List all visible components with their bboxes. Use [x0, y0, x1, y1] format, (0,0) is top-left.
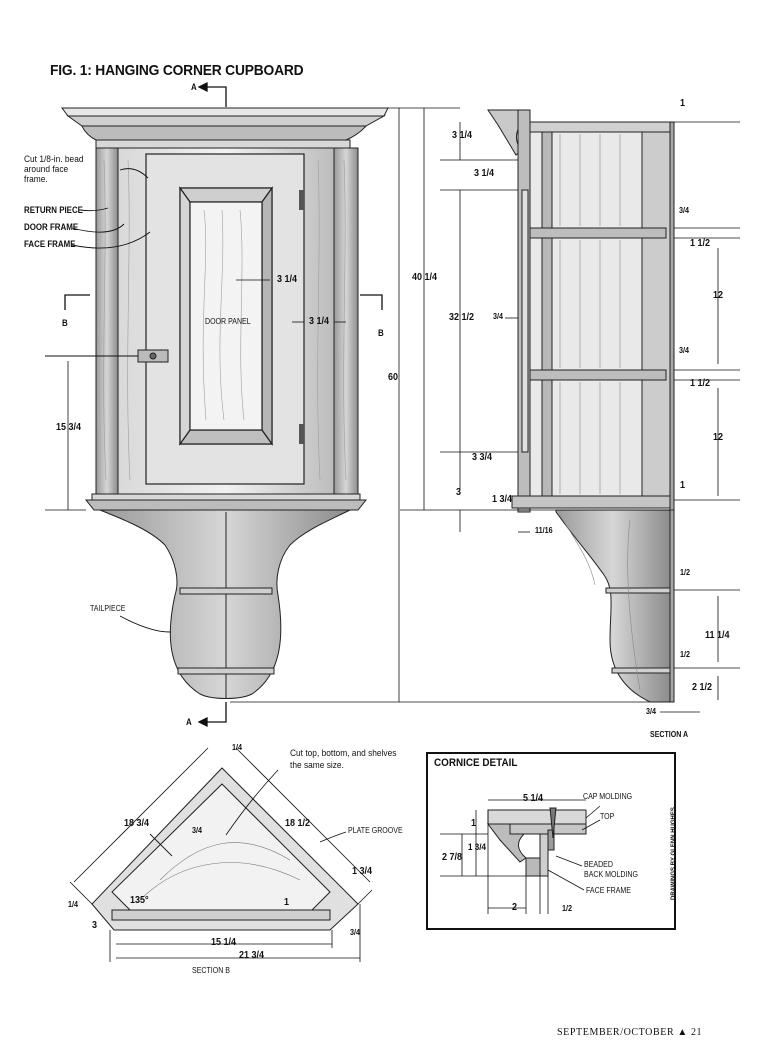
plan-angle-label: 135°: [130, 895, 149, 906]
total-case-dim: 40 1/4: [412, 272, 438, 283]
top-label: TOP: [600, 812, 615, 821]
upper-rail-dim: 3 1/4: [474, 168, 495, 179]
plan-dimension-lines: [69, 747, 373, 962]
plate-groove-label: PLATE GROOVE: [348, 826, 403, 835]
base-molding: [84, 493, 368, 511]
spacing-2-dim: 12: [713, 432, 724, 443]
cornice-width-dim: 5 1/4: [523, 793, 544, 804]
stile-dimension: 3 1/4: [309, 316, 330, 327]
plan-front-gap-dim: 1: [284, 897, 290, 908]
wood-grain: [103, 159, 347, 481]
cornice: [61, 107, 389, 149]
cornice-bead-dim: 1 3/4: [468, 842, 487, 852]
latch: [137, 349, 169, 363]
tailpiece: [99, 509, 351, 699]
plan-right-return-dim: 1 3/4: [352, 866, 373, 877]
door-frame: [145, 153, 305, 485]
crown-dim: 3 1/4: [452, 130, 473, 141]
shelf-2-dim: 1 1/2: [690, 378, 711, 389]
page-footer: SEPTEMBER/OCTOBER ▲ 21: [557, 1027, 703, 1038]
plan-left-side-dim: 18 3/4: [124, 818, 150, 829]
side-grain: [559, 134, 641, 691]
hinges: [299, 190, 304, 444]
face-frame-detail-label: FACE FRAME: [586, 886, 631, 895]
lower-rail-dim: 3 3/4: [472, 452, 493, 463]
section-a-arrow-top: [197, 81, 227, 107]
cornice-detail-box: [426, 752, 676, 930]
section-b-marks: [64, 294, 383, 310]
tail-height-dim: 11 1/4: [705, 630, 730, 641]
cornice-detail-leaders: [440, 799, 601, 914]
beaded-back-molding-label: BEADED BACK MOLDING: [584, 860, 638, 879]
return-pieces: [95, 147, 359, 495]
section-a-mark-bottom: A: [186, 717, 192, 727]
plan-groove-dim: 3/4: [192, 826, 203, 835]
section-b-mark-right: B: [378, 328, 384, 338]
tail-bottom-dim: 2 1/2: [692, 682, 713, 693]
drawing-credit: DRAWINGS BY GLENN HUGHES: [671, 807, 677, 900]
door-height-dim: 32 1/2: [449, 312, 475, 323]
door-gap-dim: 3/4: [493, 312, 504, 321]
base-setback-dim: 1 3/4: [492, 494, 513, 505]
plan-top-edge-dim: 1/4: [232, 743, 243, 752]
face-frame-callout: FACE FRAME: [24, 239, 76, 249]
tail-shelf-2-dim: 1/2: [680, 650, 691, 659]
plan-right-side-dim: 18 1/2: [285, 818, 311, 829]
bead-callout: Cut 1/8-in. bead around face frame.: [24, 154, 84, 185]
base-dim: 3: [456, 487, 462, 498]
callout-leaders: [45, 168, 171, 633]
plan-inner-front-dim: 15 1/4: [211, 937, 237, 948]
plan-left-3-dim: 3: [92, 920, 98, 931]
cap-molding-label: CAP MOLDING: [583, 792, 633, 801]
plan-right-3-4-dim: 3/4: [350, 928, 361, 937]
spacing-1-dim: 12: [713, 290, 724, 301]
door-frame-callout: DOOR FRAME: [24, 222, 79, 232]
front-dimension-lines: [45, 107, 674, 703]
shelf-dado-1-dim: 3/4: [679, 206, 690, 215]
rail-dimension: 3 1/4: [277, 274, 298, 285]
cornice-top-dim: 1: [471, 818, 477, 829]
shelf-dado-2-dim: 3/4: [679, 346, 690, 355]
return-piece-callout: RETURN PIECE: [24, 205, 83, 215]
cornice-setback-dim: 2: [512, 902, 518, 913]
plan-left-return-dim: 1/4: [68, 900, 79, 909]
bead-dim: 11/16: [535, 526, 553, 535]
plan-grain: [139, 842, 301, 901]
overall-height-dimension: 60: [388, 372, 399, 383]
back-thickness-dim: 3/4: [646, 707, 657, 716]
tailpiece-callout: TAILPIECE: [90, 604, 126, 613]
bottom-thickness-dim: 1: [680, 480, 686, 491]
shelf-1-dim: 1 1/2: [690, 238, 711, 249]
section-a-arrow-bottom: [197, 702, 227, 728]
cornice-gap-dim: 1/2: [562, 904, 573, 913]
side-dimension-lines: [400, 108, 740, 713]
tail-shelf-1-dim: 1/2: [680, 568, 691, 577]
section-b-label: SECTION B: [192, 966, 230, 975]
door-panel-label: DOOR PANEL: [205, 317, 251, 326]
plan-note: Cut top, bottom, and shelves the same si…: [290, 748, 397, 771]
latch-height-dimension: 15 3/4: [56, 422, 82, 433]
top-thickness-dim: 1: [680, 98, 686, 109]
plan-outer-front-dim: 21 3/4: [239, 950, 265, 961]
section-a-label: SECTION A: [650, 730, 689, 739]
cornice-detail-title: CORNICE DETAIL: [434, 757, 518, 769]
figure-title: FIG. 1: HANGING CORNER CUPBOARD: [50, 62, 304, 79]
cornice-total-dim: 2 7/8: [442, 852, 463, 863]
section-a-mark-top: A: [191, 82, 197, 92]
section-b-mark-left: B: [62, 318, 68, 328]
